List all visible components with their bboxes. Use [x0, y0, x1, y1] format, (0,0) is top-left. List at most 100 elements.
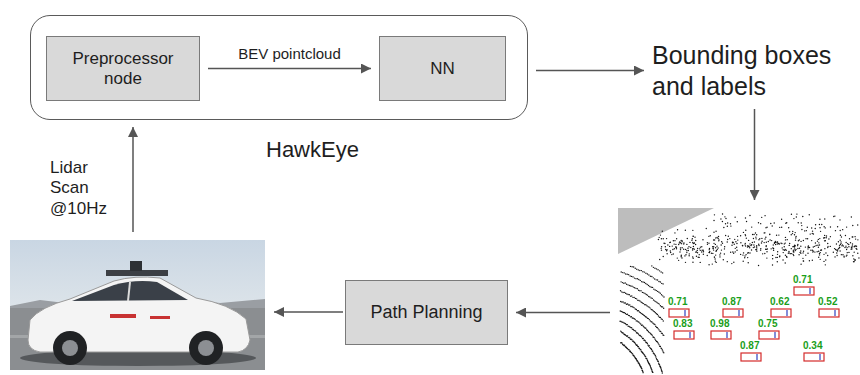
group-heading: HawkEye	[266, 137, 359, 163]
lidar-point	[700, 262, 701, 263]
bounding-box	[723, 309, 743, 317]
lidar-point	[634, 357, 635, 358]
lidar-point	[713, 243, 714, 244]
lidar-point	[633, 266, 634, 267]
lidar-point	[653, 299, 654, 300]
lidar-point	[650, 276, 651, 277]
lidar-point	[851, 216, 852, 217]
lidar-point	[626, 347, 627, 348]
lidar-point	[840, 241, 841, 242]
lidar-point	[744, 255, 745, 256]
lidar-point	[660, 331, 661, 332]
lidar-point	[782, 247, 783, 248]
lidar-point	[645, 283, 646, 284]
lidar-point	[713, 231, 714, 232]
lidar-point	[693, 246, 694, 247]
lidar-point	[683, 242, 684, 243]
lidar-point	[651, 371, 652, 372]
lidar-point	[745, 254, 746, 255]
lidar-point	[824, 235, 825, 236]
lidar-point	[803, 251, 804, 252]
lidar-point	[791, 253, 792, 254]
lidar-point	[795, 250, 796, 251]
lidar-point	[665, 246, 666, 247]
lidar-point	[625, 335, 626, 336]
lidar-point	[692, 230, 693, 231]
lidar-point	[823, 261, 824, 262]
lidar-point	[809, 247, 810, 248]
lidar-point	[794, 234, 795, 235]
lidar-point	[624, 292, 625, 293]
lidar-point	[788, 252, 789, 253]
lidar-point	[620, 330, 621, 331]
lidar-point	[646, 342, 647, 343]
lidar-point	[744, 257, 745, 258]
lidar-point	[647, 273, 648, 274]
lidar-point	[819, 253, 820, 254]
lidar-point	[817, 240, 818, 241]
lidar-point	[632, 297, 633, 298]
lidar-point	[785, 262, 786, 263]
lidar-point	[666, 253, 667, 254]
lidar-point	[812, 250, 813, 251]
lidar-point	[755, 238, 756, 239]
lidar-point	[714, 256, 715, 257]
lidar-point	[649, 363, 650, 364]
lidar-point	[747, 246, 748, 247]
lidar-point	[799, 252, 800, 253]
lidar-point	[732, 241, 733, 242]
lidar-point	[823, 254, 824, 255]
flow-arrow	[274, 311, 343, 313]
lidar-point	[748, 262, 749, 263]
lidar-point	[727, 239, 728, 240]
lidar-point	[712, 246, 713, 247]
lidar-point	[638, 310, 639, 311]
lidar-point	[801, 222, 802, 223]
lidar-point	[696, 256, 697, 257]
lidar-point	[629, 349, 630, 350]
lidar-point	[679, 251, 680, 252]
lidar-point	[630, 339, 631, 340]
lidar-point	[661, 318, 662, 319]
lidar-point	[651, 349, 652, 350]
lidar-point	[692, 238, 693, 239]
lidar-point	[669, 246, 670, 247]
lidar-point	[681, 255, 682, 256]
lidar-point	[658, 291, 659, 292]
lidar-point	[849, 238, 850, 239]
lidar-point	[810, 233, 811, 234]
lidar-point	[763, 242, 764, 243]
lidar-point	[778, 243, 779, 244]
lidar-point	[785, 255, 786, 256]
lidar-point	[697, 248, 698, 249]
lidar-point	[761, 217, 762, 218]
lidar-point	[818, 247, 819, 248]
lidar-point	[629, 294, 630, 295]
lidar-point	[784, 246, 785, 247]
lidar-point	[663, 308, 664, 309]
lidar-point	[847, 252, 848, 253]
lidar-point	[827, 246, 828, 247]
lidar-point	[812, 233, 813, 234]
heading-mark	[684, 310, 685, 316]
lidar-point	[676, 248, 677, 249]
lidar-point	[658, 364, 659, 365]
lidar-point	[625, 293, 626, 294]
lidar-point	[652, 323, 653, 324]
lidar-point	[661, 349, 662, 350]
lidar-point	[742, 261, 743, 262]
lidar-point	[761, 241, 762, 242]
lidar-point	[719, 254, 720, 255]
lidar-point	[852, 255, 853, 256]
lidar-point	[752, 234, 753, 235]
lidar-point	[654, 311, 655, 312]
lidar-point	[658, 237, 659, 238]
lidar-point	[782, 249, 783, 250]
lidar-point	[627, 335, 628, 336]
lidar-point	[688, 250, 689, 251]
lidar-point	[633, 355, 634, 356]
signal-label: Lidar Scan @10Hz	[50, 158, 112, 219]
lidar-point	[636, 332, 637, 333]
lidar-point	[718, 240, 719, 241]
lidar-point	[636, 360, 637, 361]
